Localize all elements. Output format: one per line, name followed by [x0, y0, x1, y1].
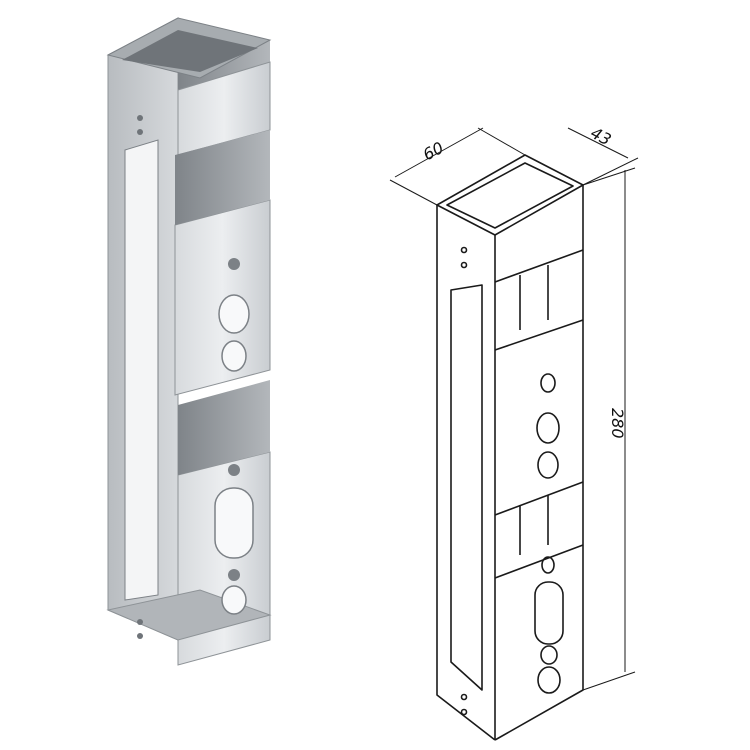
photo-latch-hole — [221, 340, 247, 372]
photo-cylinder-hole — [218, 294, 250, 334]
dim-height-label: 280 — [608, 408, 627, 439]
drawing-collar-bottom — [494, 319, 584, 351]
photo-mid-inner — [175, 130, 270, 225]
drawing-round-hole-lower — [537, 666, 561, 694]
drawing-top-rim-inner — [446, 162, 574, 229]
photo-side-hole — [137, 619, 143, 625]
drawing-screw-hole — [540, 373, 556, 393]
dim-width-ext-right — [477, 127, 526, 156]
drawing-cylinder-hole — [536, 412, 560, 444]
drawing-lower-collar-bottom — [494, 544, 584, 579]
drawing-side-slot — [450, 284, 483, 691]
dim-depth-line — [567, 127, 629, 159]
drawing-screw-hole-lower — [541, 556, 555, 574]
drawing-side-hole — [460, 708, 468, 716]
photo-bolt-slot — [214, 487, 254, 559]
photo-screw-hole-bottom — [228, 569, 240, 581]
drawing-view-strike-box — [436, 154, 584, 741]
photo-lower-inner — [178, 380, 270, 475]
drawing-top-rim — [436, 154, 584, 236]
dim-height-ext-top — [582, 167, 636, 186]
photo-top-opening — [122, 30, 258, 72]
drawing-side-hole — [460, 261, 468, 269]
dim-width-line — [394, 127, 484, 178]
photo-view-strike-box — [106, 17, 272, 666]
photo-side-hole — [137, 633, 143, 639]
drawing-side-hole — [460, 246, 468, 254]
drawing-lower-collar-top — [494, 481, 584, 516]
drawing-round-hole-upper — [540, 645, 558, 665]
dimension-lines — [389, 127, 639, 691]
dim-depth-label: 43 — [588, 123, 615, 149]
photo-screw-hole-lower — [228, 464, 240, 476]
dim-depth-ext — [582, 157, 639, 186]
photo-screw-hole — [228, 258, 240, 270]
drawing-latch-hole — [537, 451, 559, 479]
dim-width-ext-left — [389, 179, 438, 206]
photo-side-slot — [124, 139, 159, 601]
photo-side-hole — [137, 115, 143, 121]
photo-side-hole — [137, 129, 143, 135]
photo-front-plate-upper — [174, 199, 271, 396]
drawing-side-hole — [460, 693, 468, 701]
drawing-front-right-edge — [494, 185, 584, 741]
drawing-bolt-slot — [534, 581, 564, 645]
dim-height-ext-bottom — [582, 671, 636, 691]
drawing-left-edge — [436, 205, 496, 741]
photo-round-hole-bottom — [221, 585, 247, 615]
drawing-collar-top — [494, 249, 584, 283]
